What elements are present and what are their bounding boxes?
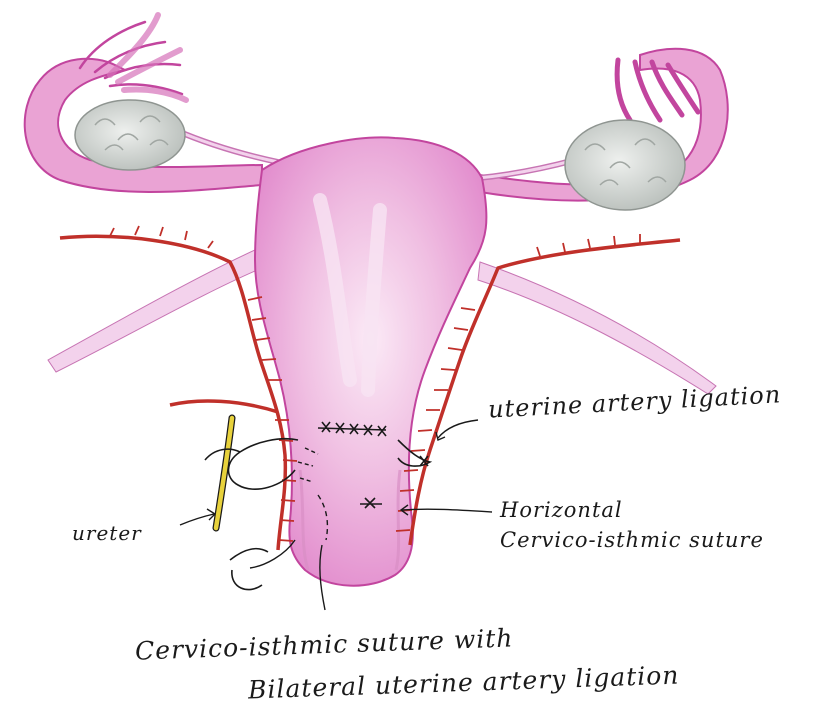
pointer-uterine-ligation [436,420,478,440]
label-ureter: ureter [72,521,142,545]
ovary-right [565,120,685,210]
pointer-ureter [180,509,215,525]
round-ligament-right [478,262,716,394]
fimbriae-left [110,15,186,100]
label-horizontal: Horizontal [500,498,623,522]
ureter [216,418,232,528]
label-cervico-isthmic-suture: Cervico-isthmic suture [500,528,764,552]
round-ligament-left [48,250,262,372]
ovarian-ligament-right [478,160,575,178]
ovary-left [75,100,185,170]
ovarian-ligament-left [175,130,278,162]
uterus-body [255,137,486,585]
